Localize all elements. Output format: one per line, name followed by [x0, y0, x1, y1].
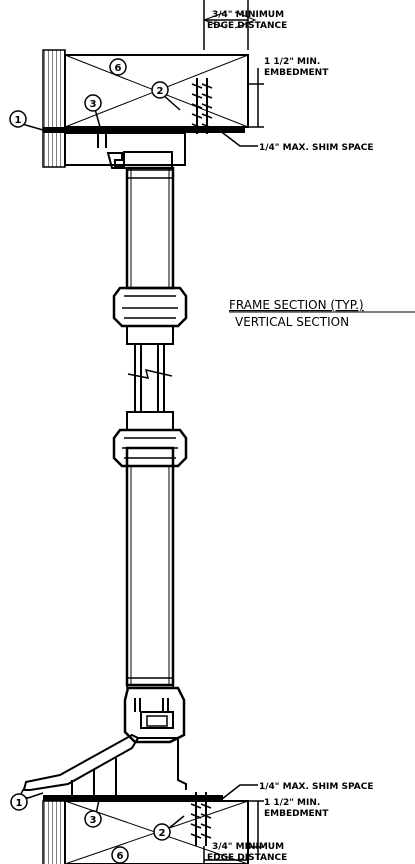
bottom-shim-space: 1/4" MAX. SHIM SPACE [259, 782, 373, 792]
callout-bottom-2: 2 [153, 823, 171, 841]
sill-detail [18, 686, 249, 864]
bottom-embedment-line1: 1 1/2" MIN. [264, 798, 320, 808]
bottom-annotation-labels: 1/4" MAX. SHIM SPACE 1 1/2" MIN. EMBEDME… [207, 782, 373, 863]
callout-bottom-1: 1 [10, 793, 28, 811]
svg-text:1: 1 [16, 798, 23, 809]
callouts: 6 2 3 1 1 3 2 6 [9, 58, 171, 864]
head-shim [43, 127, 245, 133]
callout-bottom-3: 3 [84, 810, 102, 828]
sill-wood-buck [64, 800, 249, 864]
sill-shim [43, 795, 223, 801]
head-anchor-screws [191, 78, 213, 134]
callout-top-1: 1 [9, 110, 27, 128]
top-shim-space: 1/4" MAX. SHIM SPACE [259, 143, 373, 153]
svg-text:6: 6 [117, 851, 124, 862]
head-fasteners [97, 126, 184, 148]
callout-bottom-6: 6 [111, 846, 129, 864]
sill-anchor-screws [190, 792, 212, 846]
title-line2: VERTICAL SECTION [235, 315, 349, 329]
bottom-embedment-line2: EMBEDMENT [264, 809, 329, 819]
top-embedment-line1: 1 1/2" MIN. [264, 57, 320, 67]
lower-rail-profile [112, 411, 188, 468]
bottom-edge-distance-line1: 3/4" MINIMUM [212, 842, 284, 852]
section-title: FRAME SECTION (TYP.) VERTICAL SECTION [229, 298, 415, 329]
callout-top-2: 2 [151, 81, 169, 99]
upper-rail-profile [112, 286, 188, 345]
head-detail [42, 49, 249, 169]
svg-text:6: 6 [115, 63, 122, 74]
glass-area [127, 344, 173, 412]
title-line1: FRAME SECTION (TYP.) [229, 298, 364, 312]
svg-text:2: 2 [159, 828, 166, 839]
top-annotation-labels: 3/4" MINIMUM EDGE DISTANCE 1 1/2" MIN. E… [207, 10, 373, 153]
sill-frame-profile [123, 686, 186, 744]
head-wall [42, 49, 66, 168]
svg-text:1: 1 [15, 115, 22, 126]
lower-sash [125, 446, 175, 689]
bottom-edge-distance-line2: EDGE DISTANCE [207, 853, 287, 863]
svg-text:3: 3 [90, 815, 97, 826]
top-embedment-line2: EMBEDMENT [264, 68, 329, 78]
top-edge-distance-line2: EDGE DISTANCE [207, 21, 287, 31]
svg-text:2: 2 [157, 86, 164, 97]
callout-top-6: 6 [109, 58, 127, 76]
upper-sash [125, 166, 175, 290]
glass-break-symbol [127, 368, 173, 379]
sill-nose [22, 733, 140, 791]
svg-text:3: 3 [90, 99, 97, 110]
callout-top-3: 3 [84, 94, 102, 112]
sill-wall [42, 800, 66, 864]
top-edge-distance-line1: 3/4" MINIMUM [212, 10, 284, 20]
